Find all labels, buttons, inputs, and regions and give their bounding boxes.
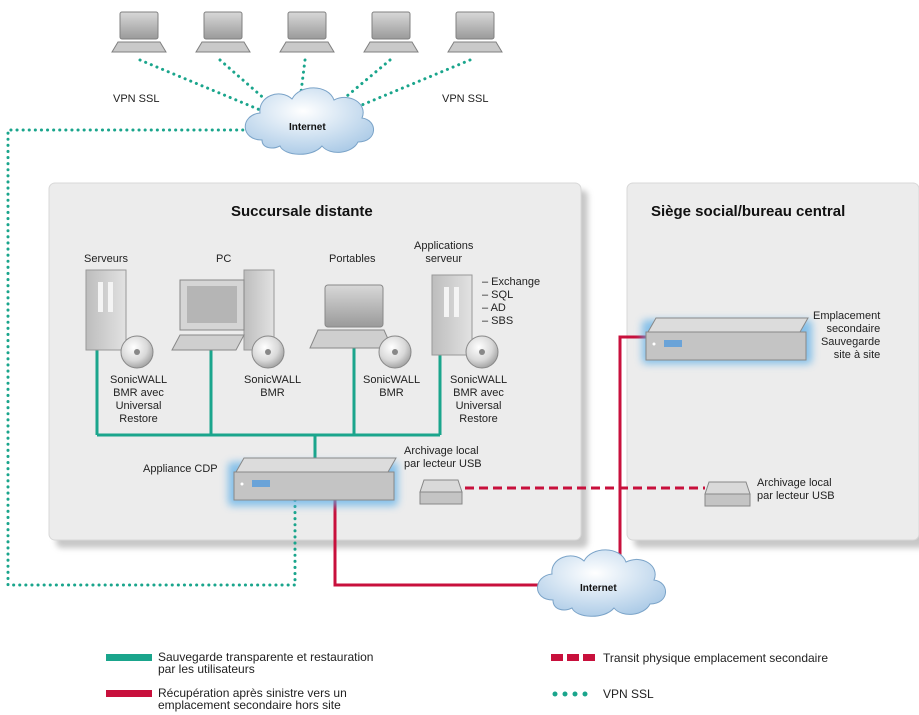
laptop-icons [111,11,503,53]
legend-red-text: Récupération après sinistre vers un empl… [158,686,347,712]
bmr-pc-label: SonicWALL BMR [244,374,302,399]
branch-zone [48,182,582,541]
usb-drive-icon [419,479,463,505]
hq-title: Siège social/bureau central [651,203,846,220]
vpn-label-right: VPN SSL [442,93,489,105]
internet-cloud-bottom [537,549,666,617]
pc-icon [171,269,275,351]
usb-branch-label: Archivage local par lecteur USB [404,445,482,470]
servers-icon [85,269,127,351]
internet-cloud-top [244,87,374,155]
internet-top-label: Internet [289,122,326,133]
laptops-label: Portables [329,253,376,265]
bmr-servers-label: SonicWALL BMR avec Universal Restore [110,374,168,425]
cdp-appliance [228,457,398,506]
pc-label: PC [216,253,232,265]
hq-secondary-label: Emplacement secondaire Sauvegarde site à… [813,310,881,361]
bmr-apps-label: SonicWALL BMR avec Universal Restore [450,374,508,425]
bmr-laptops-label: SonicWALL BMR [363,374,421,399]
legend-teal-swatch [106,654,152,661]
legend-red-swatch [106,690,152,697]
cdp-label: Appliance CDP [143,463,218,475]
dr-red-links [333,335,648,587]
legend-dotted-swatch [552,691,588,697]
portable-icon [309,284,393,349]
lan-teal-links [95,346,442,458]
laptop-icon [447,11,503,53]
laptop-icon [279,11,335,53]
hq-appliance [642,317,812,364]
laptop-icon [195,11,251,53]
legend-dashed-text: Transit physique emplacement secondaire [603,651,829,665]
branch-title: Succursale distante [231,203,373,220]
usb-drive-icon-hq [704,481,751,507]
legend-teal-text: Sauvegarde transparente et restauration … [158,650,374,676]
internet-bottom-label: Internet [580,583,617,594]
usb-hq-label: Archivage local par lecteur USB [757,477,835,502]
legend-dashed-swatch [551,654,595,661]
apps-label: Applications serveur [414,240,474,265]
laptop-icon [111,11,167,53]
app-servers-icon [431,274,473,356]
servers-label: Serveurs [84,253,129,265]
apps-list: – Exchange – SQL – AD – SBS [482,276,541,327]
legend-dotted-text: VPN SSL [603,687,654,701]
laptop-icon [363,11,419,53]
vpn-label-left: VPN SSL [113,93,160,105]
